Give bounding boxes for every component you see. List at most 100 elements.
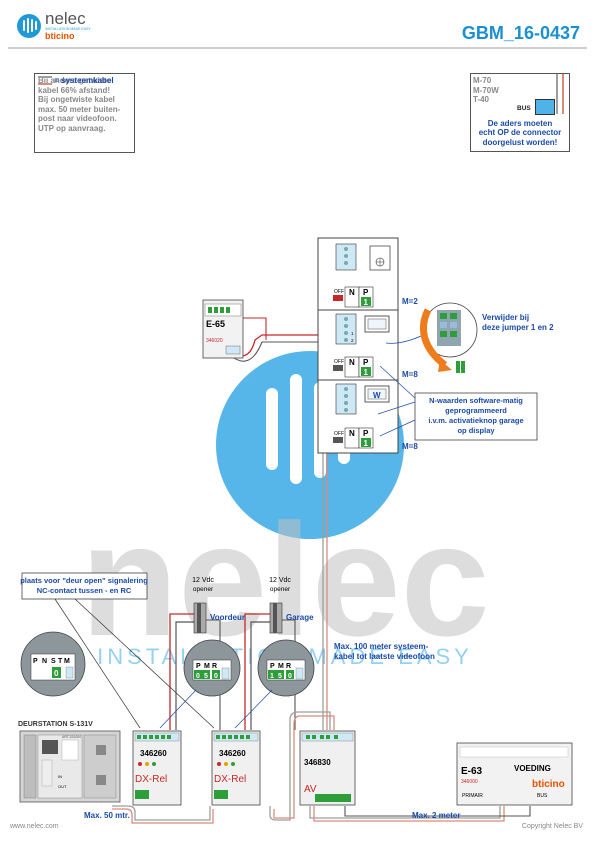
zoom-label: S [51,658,56,665]
monitor-2: 12 OFF ON N P 1 M=8 [333,313,418,379]
zoom-value: 0 [54,669,59,678]
psu-brand: bticino [532,779,565,790]
relay-code: 346260 [219,749,246,758]
software-note: N-waarden software-matig geprogrammeerd … [377,365,538,441]
av-module: 346830 AV [299,730,356,806]
connector-block-icon [335,313,357,345]
model-line: T-40 [473,95,490,104]
p-value: 1 [364,298,369,307]
n-value: M=8 [402,370,418,379]
note-line: post naar videofoon. [38,114,117,123]
n-value: M=2 [402,297,418,306]
dip-switch-icon [333,437,343,443]
opener-garage: 12 Vdc opener Garage [269,577,314,634]
e65-module: E-65 346020 [202,299,244,359]
software-note-3: i.v.m. activatieknop garage [428,416,523,425]
note-line: UTP op aanvraag. [38,123,106,133]
zoom-value: 0 [214,673,218,680]
dip-switch-icon [333,295,343,301]
note-line: kabel 66% afstand! [38,85,111,95]
opener-kind: opener [270,586,291,593]
psu-code: 346000 [461,779,478,785]
psu-title: VOEDING [514,764,551,773]
psu-bus: BUS [537,793,548,799]
jumper-note-2: deze jumper 1 en 2 [482,323,554,332]
zoom-label: R [212,663,217,670]
connector-line: echt OP de connector [478,128,562,137]
bus-label: BUS [517,105,531,112]
distance-right: Max. 2 meter [412,811,460,820]
n-label: N [349,288,355,297]
p-value: 1 [364,368,369,377]
av-label: AV [304,784,317,795]
screen-label: W [373,391,381,400]
p-label: P [363,429,369,438]
model-line: M-70 [473,76,492,85]
door-open-note-2: NC-contact tussen - en RC [37,586,132,595]
opener-kind: opener [193,586,214,593]
zoom-label: M [64,658,70,665]
dip-label: OFF ON [334,359,353,365]
dip-label: OFF ON [334,431,353,437]
zoom-value: 5 [204,673,208,680]
door-open-note-1: plaats voor "deur open" signalering [20,576,148,585]
monitor-stack: OFF ON N P 1 M=2 12 OFF ON N P 1 M=8 [317,237,418,454]
n-label: N [349,358,355,367]
software-note-4: op display [457,426,495,435]
av-code: 346830 [304,758,331,767]
note-line: Bij andere getwiste [38,76,111,85]
relay-2: 346260 DX-Rel [211,730,261,806]
doc-code: GBM_16-0437 [462,23,580,43]
zoom-value: 0 [288,673,292,680]
distance-left: Max. 50 mtr. [84,811,130,820]
zoom-value: 1 [270,673,274,680]
p-label: P [363,358,369,367]
software-note-1: N-waarden software-matig [429,396,523,405]
door-open-note: plaats voor "deur open" signalering NC-c… [20,572,215,729]
svg-text:1: 1 [351,331,354,336]
zoom-label: P [270,663,275,670]
legend-text: = systeemkabel [54,76,114,85]
bus-wire-icon [556,74,564,114]
zoom-value: 5 [278,673,282,680]
relay-code: 346260 [140,749,167,758]
zoom-label: N [42,658,47,665]
n-value: M=8 [402,442,418,451]
note-systeemkabel: = systeemkabel Bij andere getwiste kabel… [34,73,135,153]
logo-partner: bticino [45,31,75,41]
relay-1: 346260 DX-Rel [132,730,182,806]
opener-label: Garage [286,613,314,622]
pin-out: OUT [58,784,67,789]
max-100-note-2: kabel tot laatste videofoon [334,652,435,661]
max-100-note-1: Max. 100 meter systeem- [334,642,429,651]
dip-label: OFF ON [334,289,353,295]
header-logo: nelec INSTALLATION MADE EASY bticino [17,9,91,41]
psu-name: E-63 [461,766,483,777]
opener-label: Voordeur [210,613,245,622]
e65-name: E-65 [206,319,225,329]
model-line: M-70W [473,85,499,95]
connector-block-icon [335,383,357,415]
door-station: DEURSTATION S-131V ART.331000 IN OUT [18,721,121,803]
note-connector: M-70 M-70W T-40 BUS De aders moeten echt… [470,73,570,152]
bus-connector-icon [535,99,555,115]
door-station-code: ART.331000 [62,735,81,739]
zoom-label: P [33,658,38,665]
relay-label: DX-Rel [135,774,167,785]
zoom-value: 0 [196,673,200,680]
p-value: 1 [364,439,369,448]
door-station-title: DEURSTATION S-131V [18,721,93,728]
psu-module: E-63 VOEDING 346000 bticino PRIMAIR BUS [456,742,573,806]
logo-tagline: INSTALLATION MADE EASY [45,27,91,31]
zoom-door-station: P N S T M 0 [20,631,86,697]
e65-code: 346020 [206,338,223,344]
jumper-zoom: Verwijder bij deze jumper 1 en 2 [385,302,554,373]
zoom-relay-2: P M R 1 5 0 [234,639,315,729]
note-line: max. 50 meter buiten- [38,104,121,114]
relay-label: DX-Rel [214,774,246,785]
legend-swatch [38,76,52,86]
software-note-2: geprogrammeerd [445,406,507,415]
jumper-note-1: Verwijder bij [482,313,529,322]
dip-switch-icon [333,365,343,371]
